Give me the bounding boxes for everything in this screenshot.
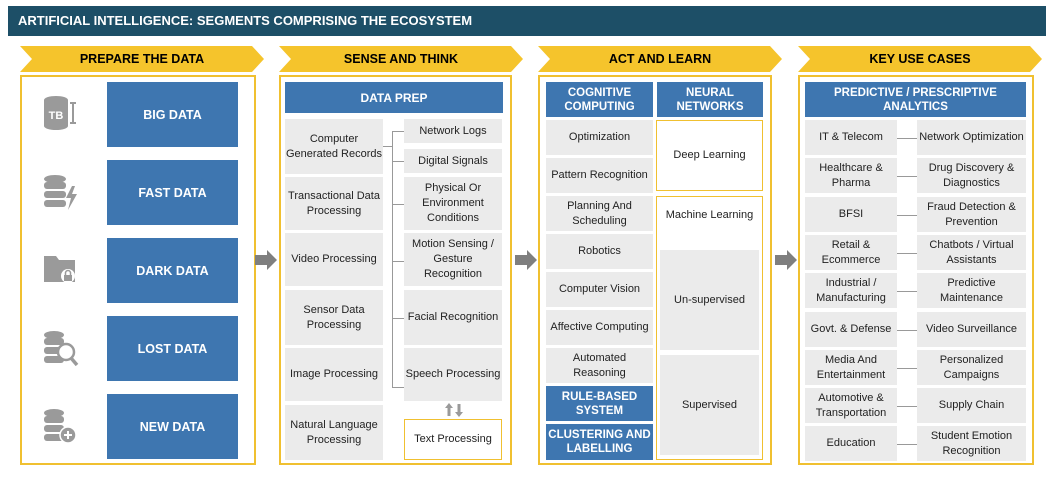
act-left-item: Automated Reasoning bbox=[546, 348, 653, 383]
big-data-box: BIG DATA bbox=[107, 82, 238, 147]
sense-left-item: Transactional Data Processing bbox=[285, 177, 383, 230]
sense-right-item: Physical Or Environment Conditions bbox=[404, 177, 502, 230]
supervised-box: Supervised bbox=[660, 355, 759, 455]
header-act: ACT AND LEARN bbox=[608, 52, 712, 66]
arrow-right-icon bbox=[255, 250, 277, 270]
connector-line bbox=[897, 138, 917, 139]
header-sense: SENSE AND THINK bbox=[343, 52, 459, 66]
act-left-item: Optimization bbox=[546, 120, 653, 155]
sense-right-item: Motion Sensing / Gesture Recognition bbox=[404, 233, 502, 286]
rule-based-system-box: RULE-BASED SYSTEM bbox=[546, 386, 653, 421]
usecase-item: Fraud Detection & Prevention bbox=[917, 197, 1026, 232]
header-prepare: PREPARE THE DATA bbox=[79, 52, 205, 66]
dark-data-box: DARK DATA bbox=[107, 238, 238, 303]
industry-item: Govt. & Defense bbox=[805, 312, 897, 347]
usecase-item: Predictive Maintenance bbox=[917, 273, 1026, 308]
sense-right-item: Facial Recognition bbox=[404, 290, 502, 345]
industry-item: Education bbox=[805, 426, 897, 461]
act-left-item: Robotics bbox=[546, 234, 653, 269]
act-left-item: Pattern Recognition bbox=[546, 158, 653, 193]
data-prep-header: DATA PREP bbox=[285, 82, 503, 113]
chevron-header-prepare bbox=[20, 46, 264, 72]
connector-line bbox=[392, 387, 404, 388]
act-left-item: Planning And Scheduling bbox=[546, 196, 653, 231]
sense-right-item: Digital Signals bbox=[404, 149, 502, 173]
tb-database-icon: TB bbox=[40, 93, 80, 133]
sense-left-item: Natural Language Processing bbox=[285, 405, 383, 460]
usecase-item: Student Emotion Recognition bbox=[917, 426, 1026, 461]
act-left-item: Computer Vision bbox=[546, 272, 653, 307]
usecase-item: Personalized Campaigns bbox=[917, 350, 1026, 385]
connector-line bbox=[897, 291, 917, 292]
database-add-icon bbox=[40, 406, 80, 446]
connector-line bbox=[383, 146, 392, 147]
industry-item: Automotive & Transportation bbox=[805, 388, 897, 423]
connector-line bbox=[392, 161, 404, 162]
sense-right-item: Text Processing bbox=[404, 419, 502, 460]
connector-line bbox=[897, 368, 917, 369]
database-search-icon bbox=[40, 328, 80, 368]
machine-learning-label: Machine Learning bbox=[665, 209, 754, 221]
sense-right-item: Network Logs bbox=[404, 119, 502, 143]
sense-right-item: Speech Processing bbox=[404, 348, 502, 401]
deep-learning-box: Deep Learning bbox=[656, 120, 763, 191]
connector-line bbox=[897, 406, 917, 407]
connector-line bbox=[897, 215, 917, 216]
connector-line bbox=[392, 318, 404, 319]
industry-item: Industrial / Manufacturing bbox=[805, 273, 897, 308]
neural-networks-header: NEURAL NETWORKS bbox=[657, 82, 763, 117]
connector-line bbox=[897, 253, 917, 254]
fast-data-box: FAST DATA bbox=[107, 160, 238, 225]
lost-data-box: LOST DATA bbox=[107, 316, 238, 381]
industry-item: Healthcare & Pharma bbox=[805, 158, 897, 193]
connector-line bbox=[392, 261, 404, 262]
connector-line bbox=[897, 176, 917, 177]
connector-line bbox=[392, 131, 393, 387]
industry-item: IT & Telecom bbox=[805, 120, 897, 155]
act-left-item: Affective Computing bbox=[546, 310, 653, 345]
tb-icon-text: TB bbox=[49, 110, 64, 122]
clustering-labelling-box: CLUSTERING AND LABELLING bbox=[546, 424, 653, 460]
arrow-right-icon bbox=[775, 250, 797, 270]
page-title: ARTIFICIAL INTELLIGENCE: SEGMENTS COMPRI… bbox=[8, 6, 1046, 36]
usecase-item: Supply Chain bbox=[917, 388, 1026, 423]
connector-line bbox=[897, 444, 917, 445]
chevron-header-act bbox=[538, 46, 782, 72]
chevron-header-usecases bbox=[798, 46, 1042, 72]
connector-line bbox=[392, 131, 404, 132]
chevron-header-sense bbox=[279, 46, 523, 72]
up-down-arrows-icon bbox=[445, 403, 463, 417]
predictive-analytics-header: PREDICTIVE / PRESCRIPTIVE ANALYTICS bbox=[805, 82, 1026, 117]
usecase-item: Network Optimization bbox=[917, 120, 1026, 155]
connector-line bbox=[392, 204, 404, 205]
unsupervised-box: Un-supervised bbox=[660, 250, 759, 350]
industry-item: Retail & Ecommerce bbox=[805, 235, 897, 270]
sense-left-item: Image Processing bbox=[285, 348, 383, 401]
folder-lock-icon bbox=[40, 248, 80, 288]
sense-left-item: Sensor Data Processing bbox=[285, 290, 383, 345]
usecase-item: Video Surveillance bbox=[917, 312, 1026, 347]
industry-item: BFSI bbox=[805, 197, 897, 232]
sense-left-item: Video Processing bbox=[285, 233, 383, 286]
header-usecases: KEY USE CASES bbox=[869, 52, 971, 66]
connector-line bbox=[897, 330, 917, 331]
arrow-right-icon bbox=[515, 250, 537, 270]
usecase-item: Drug Discovery & Diagnostics bbox=[917, 158, 1026, 193]
new-data-box: NEW DATA bbox=[107, 394, 238, 459]
industry-item: Media And Entertainment bbox=[805, 350, 897, 385]
usecase-item: Chatbots / Virtual Assistants bbox=[917, 235, 1026, 270]
database-lightning-icon bbox=[40, 172, 80, 212]
cognitive-computing-header: COGNITIVE COMPUTING bbox=[546, 82, 653, 117]
sense-left-item: Computer Generated Records bbox=[285, 119, 383, 174]
